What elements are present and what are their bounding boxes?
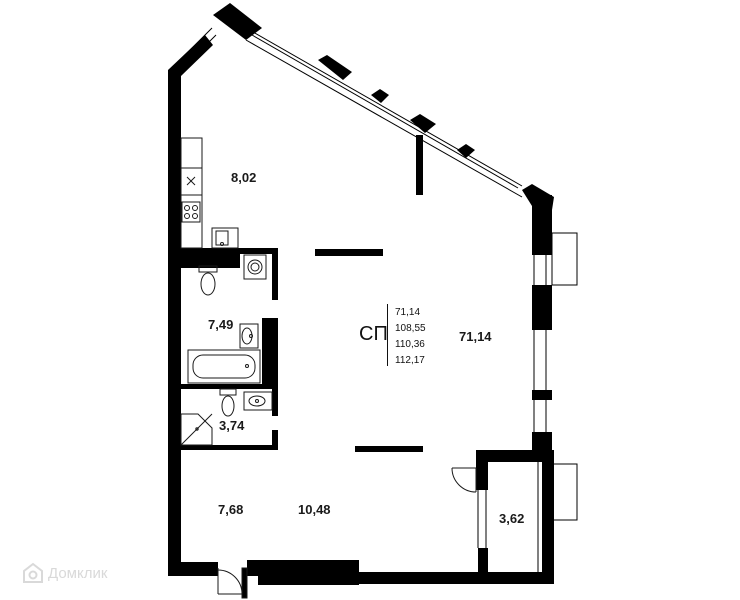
wall-bottom-left [168,562,218,576]
wall-top-2 [318,55,352,80]
wall-balcony-left [476,450,488,490]
toilet-icon-2 [219,388,237,417]
wall-top-3 [371,89,389,103]
total-area: 108,55 [395,323,426,334]
wall-bottom-dark [258,565,359,585]
wall-bath-right [272,248,278,300]
fixtures [180,137,477,599]
cross-icon [186,176,196,186]
wall-right-upper [532,195,552,255]
domclick-logo-icon [23,562,43,583]
wall-top-1 [213,3,262,40]
living-area-label: 71,14 [459,329,492,344]
entry-door-icon [217,567,248,599]
total-living-area: 71,14 [395,307,421,318]
bathroom-area-label: 7,49 [208,317,234,332]
windows [175,27,578,572]
wall-balcony-top [476,450,554,462]
total-area-with-balcony: 112,17 [395,355,425,366]
wall-top-4 [410,114,436,133]
wall-living-stub [416,135,423,195]
corridor-area-label: 10,48 [298,502,331,517]
wall-right-pier2 [532,390,552,400]
wall-right-pier1 [532,285,552,330]
wall-mid-bottom [355,446,423,452]
interior-walls [168,135,423,452]
total-area-with-balcony-half: 110,36 [395,339,425,350]
wall-right-balcony [542,450,554,584]
outer-walls [168,3,554,585]
wall-mid-top [315,249,383,256]
watermark-text: Домклик [48,564,108,582]
shower-icon [180,413,213,446]
balcony-area-label: 3,62 [499,511,525,526]
wall-left [168,70,181,572]
wall-bottom-right [359,572,552,584]
shower-room-area-label: 3,74 [219,418,245,433]
sink-icon-2 [243,391,273,411]
wall-shower-right [272,430,278,450]
toilet-icon [198,265,218,296]
bath-sink-icon [239,323,259,349]
wall-bath-top [240,248,278,254]
wall-shower-bottom [181,445,278,450]
apartment-type-label: СП [359,323,388,345]
wall-kitchen-bottom [168,248,240,268]
wall-bath-right-3 [272,384,278,416]
stove-icon [181,201,201,223]
totals-divider [387,304,388,366]
wall-corner-left [168,35,213,76]
door-swing-icon [451,467,477,493]
kitchen-area-label: 8,02 [231,170,257,185]
washing-machine-icon [243,254,267,280]
bathtub-icon [187,349,261,384]
wall-bath-bottom [181,384,278,389]
area-totals: 71,14 108,55 110,36 112,17 [395,305,426,369]
kitchen-counter [180,137,203,249]
wall-balcony-left-low [478,548,488,576]
hall-area-label: 7,68 [218,502,244,517]
wall-bath-right-2 [262,318,278,384]
sink-icon [211,227,239,249]
wall-top-6 [522,184,554,210]
wall-top-5 [457,144,475,158]
watermark: Домклик [22,562,107,584]
